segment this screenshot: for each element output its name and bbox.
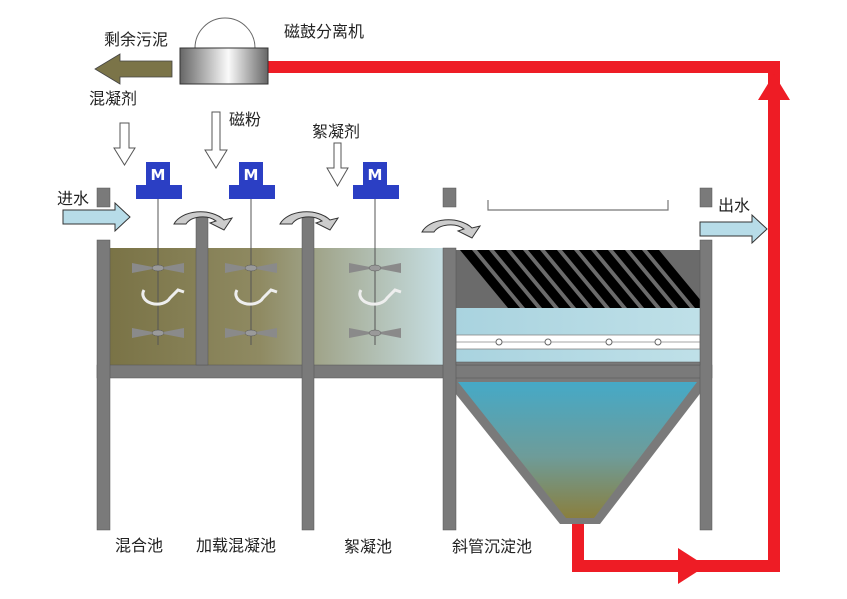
impeller-blade [132, 328, 158, 338]
impeller-blade [132, 263, 158, 273]
inclined-tube [647, 250, 700, 308]
inclined-tube [596, 250, 656, 308]
tank-settler-label: 斜管沉淀池 [452, 537, 533, 556]
mixer: M [132, 162, 185, 345]
overflow-arrow-icon [279, 211, 340, 231]
motor-base [229, 185, 275, 199]
inclined-tube [477, 250, 537, 308]
inclined-tube [545, 250, 605, 308]
impeller-blade [251, 328, 277, 338]
motor-label: M [244, 166, 259, 184]
outlet-arrow-icon [699, 213, 768, 245]
tank-mixing-label: 混合池 [115, 536, 164, 555]
inclined-tube [511, 250, 571, 308]
motor-base [353, 185, 399, 199]
impeller-blade [375, 263, 401, 273]
motor-icon [146, 162, 170, 185]
inclined-tube [579, 250, 639, 308]
motor-icon [363, 162, 387, 185]
flocculant-arrow-icon [326, 142, 349, 187]
impeller-blade [225, 263, 251, 273]
sludge-label: 剩余污泥 [104, 30, 169, 49]
inlet-label: 进水 [57, 189, 90, 208]
inclined-tube [460, 250, 520, 308]
tank-loaded-label: 加载混凝池 [196, 536, 277, 555]
motor-base [136, 185, 182, 199]
settler-internals [455, 250, 701, 362]
inclined-tube [528, 250, 588, 308]
outlet-label: 出水 [718, 196, 751, 215]
impeller-blade [158, 328, 184, 338]
impeller-blade [375, 328, 401, 338]
magnetic-powder-label: 磁粉 [229, 110, 262, 129]
mixer: M [349, 162, 402, 345]
coagulant-arrow-icon [113, 122, 136, 166]
magnetic-powder-arrow-icon [204, 111, 228, 169]
impeller-blade [349, 328, 375, 338]
settler-bracket [487, 200, 669, 211]
flocculant-label: 絮凝剂 [312, 122, 361, 141]
inlet-arrow-icon [62, 201, 131, 233]
impeller-blade [251, 263, 277, 273]
rotation-arrow-icon [358, 288, 402, 306]
tank-floc-label: 絮凝池 [344, 537, 393, 556]
inclined-tube [562, 250, 622, 308]
pipe-arrow-right-icon [678, 548, 706, 584]
motor-label: M [151, 166, 166, 184]
inclined-tube [494, 250, 554, 308]
sludge-arrow-icon [94, 53, 173, 85]
impeller-blade [158, 263, 184, 273]
separator-label: 磁鼓分离机 [284, 22, 365, 41]
pipe-arrow-up-icon [758, 74, 790, 100]
magnetic-drum-separator [179, 17, 269, 85]
rotation-arrow-icon [141, 288, 185, 306]
tank-walls [96, 187, 713, 531]
impeller-blade [225, 328, 251, 338]
mixer: M [225, 162, 278, 345]
rotation-arrow-icon [234, 288, 278, 306]
motor-icon [239, 162, 263, 185]
coagulant-label: 混凝剂 [89, 89, 138, 108]
inclined-tube [613, 250, 673, 308]
motor-label: M [368, 166, 383, 184]
impeller-blade [349, 263, 375, 273]
recycle-pipe [268, 61, 790, 584]
overflow-arrow-icon [421, 219, 482, 239]
inclined-tubes [460, 250, 700, 308]
overflow-arrow-icon [173, 211, 234, 231]
inclined-tube [630, 250, 690, 308]
